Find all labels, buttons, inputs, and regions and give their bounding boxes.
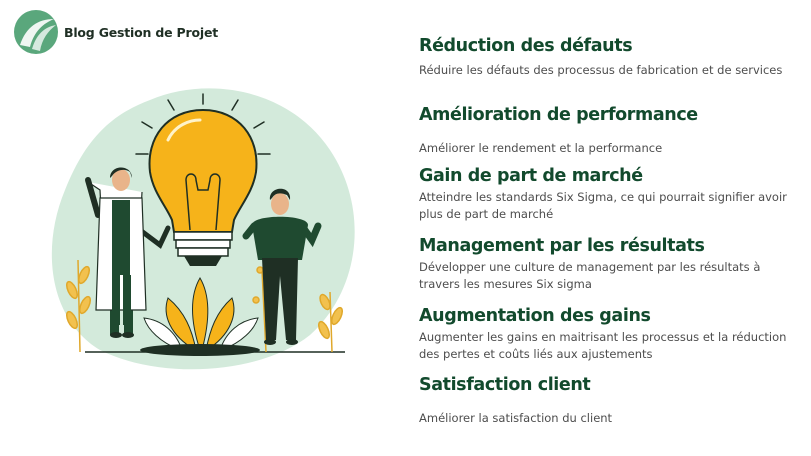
brand-name: Blog Gestion de Projet xyxy=(64,24,219,40)
benefit-description: Augmenter les gains en maitrisant les pr… xyxy=(419,330,787,361)
benefit-item-client-satisfaction: Satisfaction client Améliorer la satisfa… xyxy=(419,375,789,427)
benefit-title: Management par les résultats xyxy=(419,236,705,256)
leaf-logo-icon xyxy=(14,10,58,54)
lightbulb-idea-illustration xyxy=(51,88,355,370)
benefit-item-performance: Amélioration de performance Améliorer le… xyxy=(419,105,789,157)
benefit-description: Améliorer le rendement et la performance xyxy=(419,141,663,155)
benefit-description: Améliorer la satisfaction du client xyxy=(419,411,613,425)
benefit-item-gains: Augmentation des gains Augmenter les gai… xyxy=(419,306,789,363)
benefit-description: Développer une culture de management par… xyxy=(419,260,761,291)
benefit-title: Amélioration de performance xyxy=(419,105,698,125)
benefit-item-defects: Réduction des défauts Réduire les défaut… xyxy=(419,36,789,79)
benefit-title: Gain de part de marché xyxy=(419,166,643,186)
benefit-title: Réduction des défauts xyxy=(419,36,633,56)
benefit-item-market-share: Gain de part de marché Atteindre les sta… xyxy=(419,166,789,223)
benefit-description: Atteindre les standards Six Sigma, ce qu… xyxy=(419,190,787,221)
benefit-item-results-management: Management par les résultats Développer … xyxy=(419,236,789,293)
benefit-title: Satisfaction client xyxy=(419,375,591,395)
benefit-description: Réduire les défauts des processus de fab… xyxy=(419,63,783,77)
brand-logo[interactable]: Blog Gestion de Projet xyxy=(12,9,218,55)
benefit-title: Augmentation des gains xyxy=(419,306,651,326)
